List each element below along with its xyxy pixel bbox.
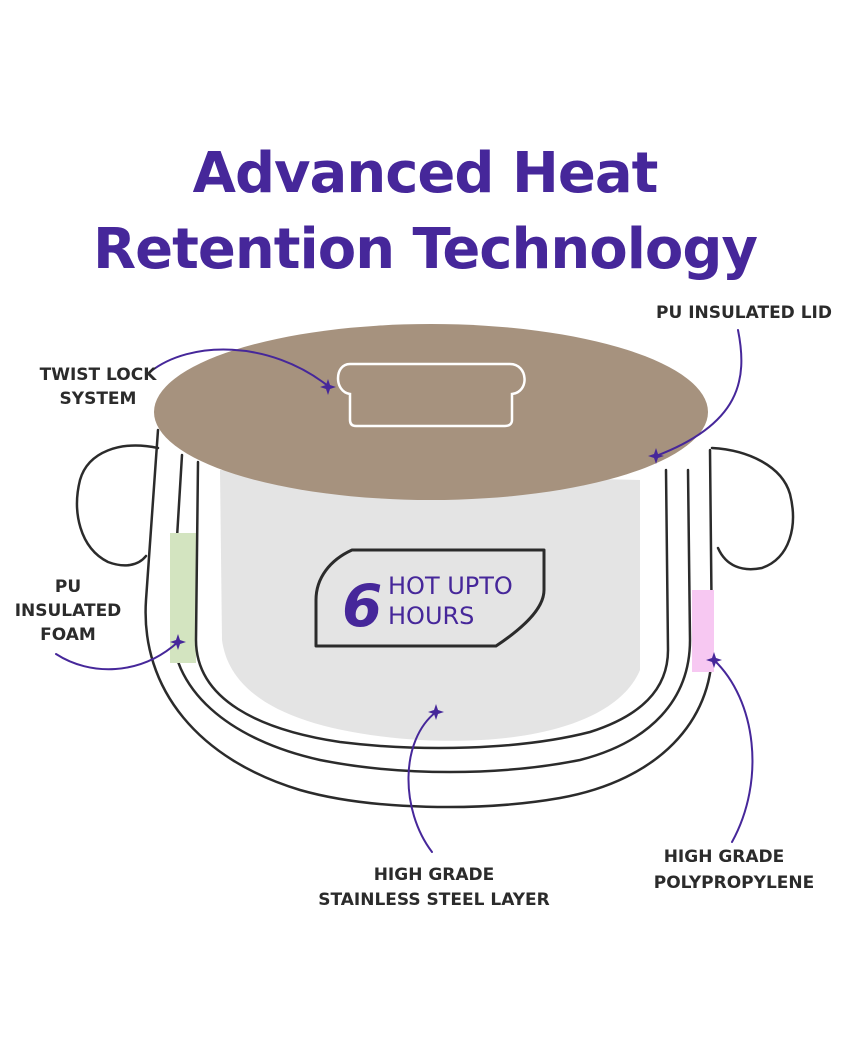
leader-lid xyxy=(655,329,743,457)
callout-foam-3: FOAM xyxy=(40,625,96,645)
star-twist-lock xyxy=(320,379,336,395)
leader-steel xyxy=(407,711,437,853)
star-foam xyxy=(170,634,186,650)
title-line-1: Advanced Heat xyxy=(193,141,658,206)
hours-badge: 6 HOT UPTO HOURS xyxy=(314,548,546,648)
inner-wall xyxy=(194,460,670,750)
callout-lid: PU INSULATED LID xyxy=(656,303,832,323)
left-handle xyxy=(75,444,160,567)
casserole-illustration xyxy=(75,324,795,809)
leader-lines xyxy=(55,329,754,853)
polypropylene-layer xyxy=(692,590,714,672)
leader-twist-lock xyxy=(149,348,329,387)
leader-polypropylene xyxy=(713,659,754,843)
callout-markers xyxy=(170,379,722,720)
lid xyxy=(154,324,708,500)
callout-twist-lock-2: SYSTEM xyxy=(60,389,137,409)
callout-foam-2: INSULATED xyxy=(15,601,122,621)
callout-polypropylene-1: HIGH GRADE xyxy=(664,847,785,867)
callout-steel-1: HIGH GRADE xyxy=(374,865,495,885)
callout-steel-2: STAINLESS STEEL LAYER xyxy=(318,890,550,910)
badge-number: 6 xyxy=(342,572,382,640)
callout-twist-lock-1: TWIST LOCK xyxy=(40,365,158,385)
callout-polypropylene-2: POLYPROPYLENE xyxy=(654,873,814,893)
outer-body xyxy=(144,428,714,809)
star-steel xyxy=(428,704,444,720)
badge-line-1: HOT UPTO xyxy=(388,572,513,600)
badge-frame xyxy=(314,548,546,648)
middle-wall xyxy=(170,453,692,774)
callout-foam-1: PU xyxy=(55,577,81,597)
lid-knob xyxy=(336,362,526,428)
badge-line-2: HOURS xyxy=(388,602,474,630)
star-lid xyxy=(648,448,664,464)
leader-foam xyxy=(55,641,179,671)
star-polypropylene xyxy=(706,652,722,668)
foam-layer xyxy=(170,533,196,663)
title-line-2: Retention Technology xyxy=(93,217,757,282)
steel-bowl xyxy=(220,470,640,741)
right-handle xyxy=(710,446,795,571)
